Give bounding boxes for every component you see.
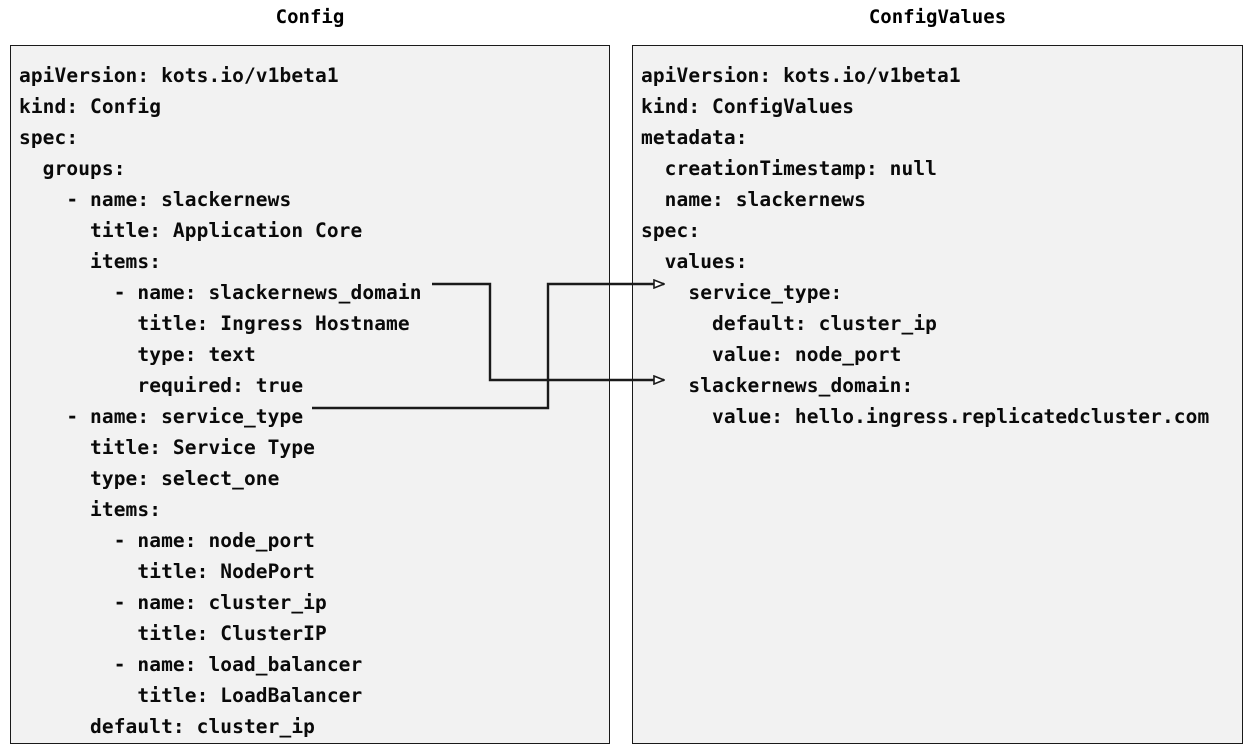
configvalues-yaml-line: spec:	[641, 219, 701, 242]
config-yaml-line: required: true	[19, 374, 304, 397]
config-yaml-line: type: select_one	[19, 467, 280, 490]
configvalues-yaml-line: metadata:	[641, 126, 748, 149]
config-yaml-line: - name: load_balancer	[19, 653, 363, 676]
config-yaml-line: title: NodePort	[19, 560, 315, 583]
config-yaml-line: title: Service Type	[19, 436, 315, 459]
config-yaml-line: title: Application Core	[19, 219, 363, 242]
config-yaml-body: apiVersion: kots.io/v1beta1 kind: Config s…	[11, 46, 609, 742]
config-yaml-line: - name: slackernews_domain	[19, 281, 422, 304]
configvalues-yaml-body: apiVersion: kots.io/v1beta1 kind: ConfigV…	[633, 46, 1242, 432]
config-yaml-line: - name: node_port	[19, 529, 315, 552]
configvalues-yaml-line: default: cluster_ip	[641, 312, 937, 335]
configvalues-yaml-line: service_type:	[641, 281, 843, 304]
config-yaml-line: items:	[19, 498, 162, 521]
config-yaml-line: - name: slackernews	[19, 188, 292, 211]
configvalues-yaml-line: slackernews_domain:	[641, 374, 914, 397]
configvalues-yaml-panel: apiVersion: kots.io/v1beta1 kind: ConfigV…	[632, 45, 1243, 744]
config-yaml-line: kind: Config	[19, 95, 162, 118]
config-yaml-panel: apiVersion: kots.io/v1beta1 kind: Config s…	[10, 45, 610, 744]
config-yaml-line: - name: service_type	[19, 405, 304, 428]
config-yaml-line: type: text	[19, 343, 256, 366]
configvalues-panel-title: ConfigValues	[868, 6, 1007, 28]
config-yaml-line: title: LoadBalancer	[19, 684, 363, 707]
configvalues-yaml-line: value: node_port	[641, 343, 902, 366]
config-yaml-line: apiVersion: kots.io/v1beta1	[19, 64, 339, 87]
config-yaml-line: title: ClusterIP	[19, 622, 327, 645]
configvalues-yaml-line: kind: ConfigValues	[641, 95, 855, 118]
config-yaml-line: spec:	[19, 126, 79, 149]
configvalues-yaml-line: creationTimestamp: null	[641, 157, 937, 180]
config-yaml-line: items:	[19, 250, 162, 273]
configvalues-yaml-line: name: slackernews	[641, 188, 866, 211]
config-yaml-line: default: cluster_ip	[19, 715, 315, 738]
configvalues-yaml-line: apiVersion: kots.io/v1beta1	[641, 64, 961, 87]
config-yaml-line: title: Ingress Hostname	[19, 312, 410, 335]
config-panel-title: Config	[275, 6, 345, 28]
configvalues-yaml-line: values:	[641, 250, 748, 273]
configvalues-yaml-line: value: hello.ingress.replicatedcluster.c…	[641, 405, 1210, 428]
config-yaml-line: - name: cluster_ip	[19, 591, 327, 614]
config-yaml-line: groups:	[19, 157, 126, 180]
